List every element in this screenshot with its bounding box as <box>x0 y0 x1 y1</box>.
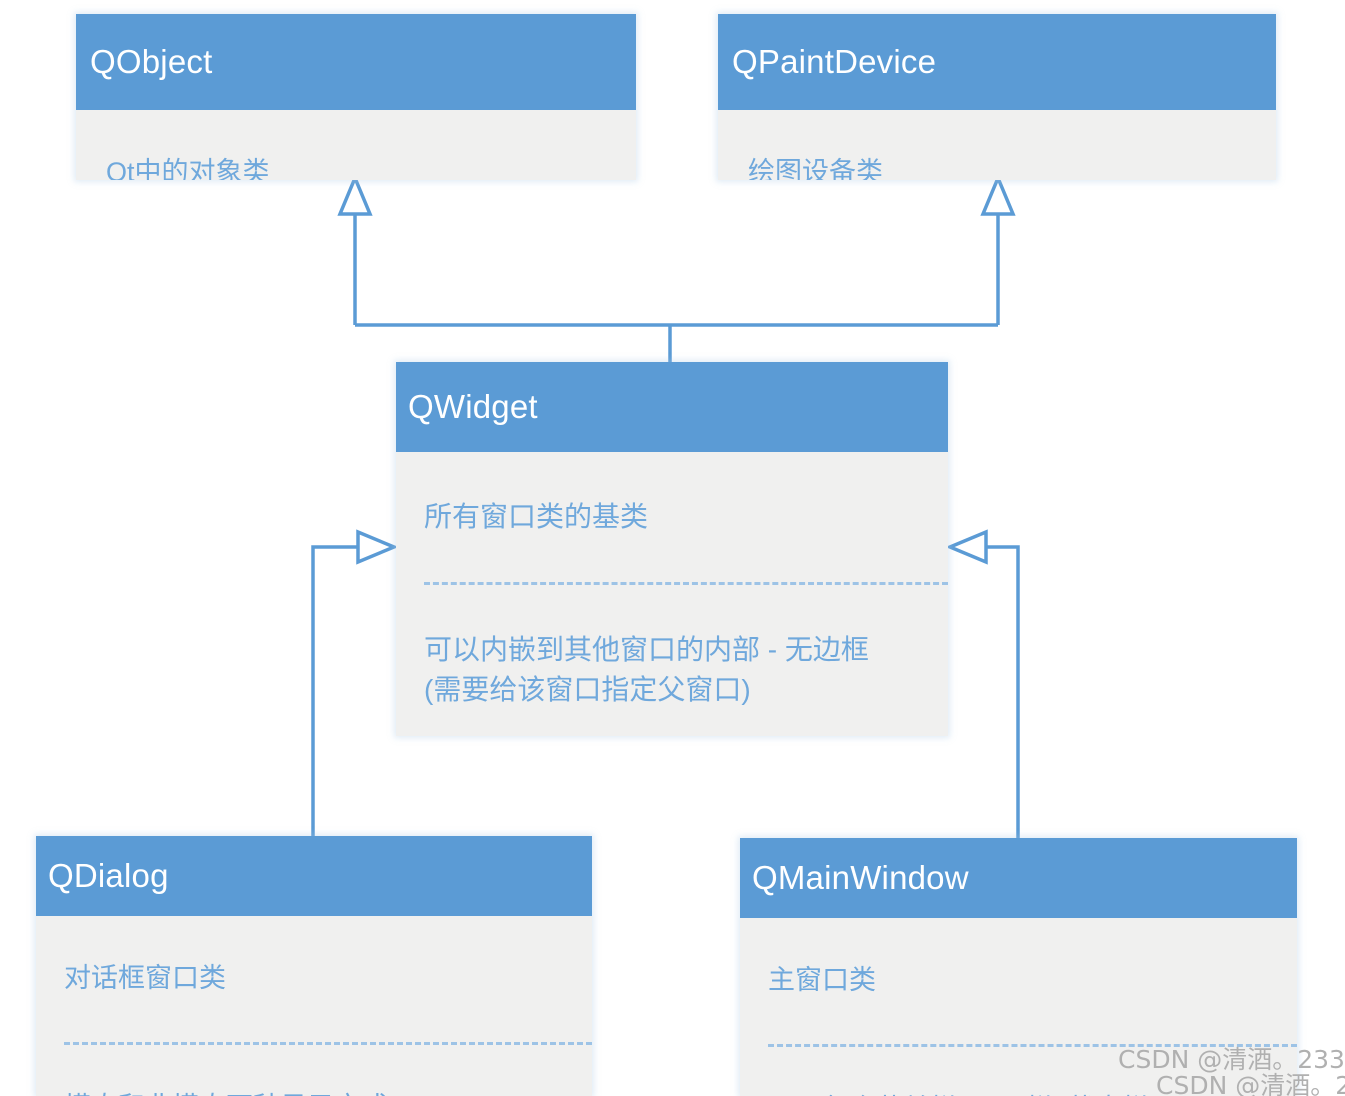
class-attribute-text: 可以内嵌到其他窗口的内部 - 无边框 (需要给该窗口指定父窗口) <box>424 634 869 705</box>
class-attribute-text: 模态和非模态两种显示方式 <box>64 1088 592 1096</box>
class-attribute-text: 可以包含菜单栏, 工具栏, 状态栏 <box>768 1090 1297 1096</box>
class-attribute-text: Qt中的对象类 <box>106 157 270 180</box>
class-attribute-row: 模态和非模态两种显示方式 <box>64 1045 592 1096</box>
class-attribute-row: 绘图设备类 <box>748 110 1276 180</box>
watermark-line-2: CSDN @清酒。233 <box>1156 1071 1345 1096</box>
edge-qdialog-to-qwidget <box>311 545 358 836</box>
class-attribute-text: 对话框窗口类 <box>64 963 226 994</box>
class-header-qwidget: QWidget <box>396 362 948 452</box>
class-attribute-row: 主窗口类 <box>768 918 1297 1047</box>
class-box-qmainwindow[interactable]: QMainWindow 主窗口类 可以包含菜单栏, 工具栏, 状态栏 不能内嵌 <box>740 838 1297 1096</box>
class-attribute-row: 所有窗口类的基类 <box>424 452 948 586</box>
class-box-qwidget[interactable]: QWidget 所有窗口类的基类 可以内嵌到其他窗口的内部 - 无边框 (需要给… <box>396 362 948 736</box>
class-attribute-row: Qt中的对象类 <box>106 110 636 180</box>
class-body-qwidget: 所有窗口类的基类 可以内嵌到其他窗口的内部 - 无边框 (需要给该窗口指定父窗口… <box>396 452 948 736</box>
class-attribute-row: 可以包含菜单栏, 工具栏, 状态栏 <box>768 1047 1297 1096</box>
class-body-qobject: Qt中的对象类 <box>76 110 636 180</box>
class-box-qobject[interactable]: QObject Qt中的对象类 <box>76 14 636 180</box>
arrowhead-up-qpaintdevice <box>980 173 1016 216</box>
class-attribute-text: 主窗口类 <box>768 965 876 996</box>
class-name-qobject: QObject <box>90 42 213 80</box>
class-body-qmainwindow: 主窗口类 可以包含菜单栏, 工具栏, 状态栏 不能内嵌 <box>740 918 1297 1096</box>
arrowhead-up-qobject <box>337 173 373 216</box>
class-header-qdialog: QDialog <box>36 836 592 916</box>
class-name-qdialog: QDialog <box>48 856 169 894</box>
arrowhead-left-qwidget-right <box>945 529 988 565</box>
class-name-qmainwindow: QMainWindow <box>752 858 969 896</box>
class-attribute-text: 所有窗口类的基类 <box>424 500 649 532</box>
class-box-qpaintdevice[interactable]: QPaintDevice 绘图设备类 <box>718 14 1276 180</box>
class-name-qpaintdevice: QPaintDevice <box>732 42 937 80</box>
class-attribute-row: 对话框窗口类 <box>64 916 592 1045</box>
class-header-qobject: QObject <box>76 14 636 110</box>
class-attribute-text: 绘图设备类 <box>748 157 883 180</box>
class-box-qdialog[interactable]: QDialog 对话框窗口类 模态和非模态两种显示方式 不能内嵌 <box>36 836 592 1096</box>
class-body-qpaintdevice: 绘图设备类 <box>718 110 1276 180</box>
arrowhead-right-qwidget-left <box>356 529 399 565</box>
class-body-qdialog: 对话框窗口类 模态和非模态两种显示方式 不能内嵌 <box>36 916 592 1096</box>
watermark-line-1: CSDN @清酒。233 <box>1118 1045 1345 1074</box>
class-header-qpaintdevice: QPaintDevice <box>718 14 1276 110</box>
class-attribute-row: 可以内嵌到其他窗口的内部 - 无边框 (需要给该窗口指定父窗口) <box>424 585 948 736</box>
class-name-qwidget: QWidget <box>408 387 538 425</box>
class-header-qmainwindow: QMainWindow <box>740 838 1297 918</box>
edge-qmainwindow-to-qwidget <box>986 545 1020 838</box>
